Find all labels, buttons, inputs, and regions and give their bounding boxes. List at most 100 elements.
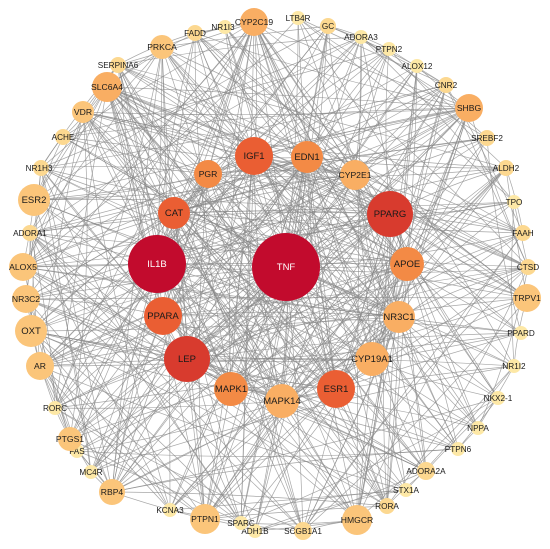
node-stx1a[interactable]: STX1A — [393, 483, 420, 497]
node-circle — [187, 25, 203, 41]
node-tpo[interactable]: TPO — [506, 195, 523, 209]
node-alox5[interactable]: ALOX5 — [9, 253, 37, 281]
edge-RORC-SCGB1A1 — [54, 407, 304, 532]
node-edn1[interactable]: EDN1 — [291, 141, 323, 173]
node-oxt[interactable]: OXT — [15, 315, 47, 347]
edge-CNR2-IGF1 — [253, 84, 447, 157]
node-nr1h3[interactable]: NR1H3 — [26, 160, 53, 176]
node-ar[interactable]: AR — [26, 352, 54, 380]
node-tnf[interactable]: TNF — [252, 233, 320, 301]
node-hmgcr[interactable]: HMGCR — [341, 505, 373, 535]
node-circle — [479, 130, 495, 146]
node-label: SERPINA6 — [98, 61, 139, 70]
node-adora3[interactable]: ADORA3 — [344, 30, 378, 44]
edge-CAT-HMGCR — [173, 212, 358, 521]
node-circle — [33, 160, 49, 176]
node-nr1i2[interactable]: NR1I2 — [502, 359, 526, 373]
node-pgr[interactable]: PGR — [194, 160, 222, 188]
edge-FAAH-HMGCR — [356, 232, 524, 521]
node-ptpn1[interactable]: PTPN1 — [190, 504, 220, 534]
edge-PTGS1-VDR — [69, 111, 88, 440]
node-rora[interactable]: RORA — [375, 498, 399, 514]
node-ppard[interactable]: PPARD — [507, 326, 535, 340]
edge-FADD-NR1I2 — [194, 32, 515, 367]
node-esr1[interactable]: ESR1 — [317, 370, 355, 408]
node-srebf2[interactable]: SREBF2 — [471, 130, 503, 146]
node-label: KCNA3 — [156, 506, 184, 515]
node-mapk14[interactable]: MAPK14 — [263, 384, 301, 418]
node-trpv1[interactable]: TRPV1 — [513, 284, 541, 312]
edge-ADORA3-TPO — [360, 36, 515, 203]
node-vdr[interactable]: VDR — [72, 101, 94, 123]
node-esr2[interactable]: ESR2 — [18, 184, 50, 216]
node-circle — [248, 524, 262, 538]
edge-OXT-PPARG — [30, 213, 391, 332]
node-ptpn6[interactable]: PTPN6 — [445, 442, 472, 456]
node-shbg[interactable]: SHBG — [455, 94, 483, 122]
edge-CYP2C19-NR3C2 — [25, 21, 255, 300]
node-ptpn2[interactable]: PTPN2 — [376, 42, 403, 56]
edge-AR-PPARG — [39, 213, 391, 367]
node-mapk1[interactable]: MAPK1 — [214, 372, 248, 406]
edge-CYP2E1-VDR — [82, 111, 356, 176]
node-adora1[interactable]: ADORA1 — [13, 225, 47, 241]
node-nr3c2[interactable]: NR3C2 — [12, 285, 40, 313]
node-il1b[interactable]: IL1B — [128, 235, 186, 293]
node-serpina6[interactable]: SERPINA6 — [98, 57, 139, 73]
node-adh1b[interactable]: ADH1B — [241, 524, 269, 538]
node-circle — [383, 301, 415, 333]
edge-MC4R-NR1I2 — [90, 365, 515, 473]
edge-SHBG-SLC6A4 — [106, 86, 470, 109]
node-cyp2e1[interactable]: CYP2E1 — [339, 160, 372, 190]
node-circle — [164, 336, 210, 382]
node-ptgs1[interactable]: PTGS1 — [56, 427, 84, 451]
node-sparc[interactable]: SPARC — [227, 516, 255, 530]
node-nkx2-1[interactable]: NKX2-1 — [484, 391, 513, 405]
edge-ADORA2A-CAT — [173, 212, 427, 472]
node-pparg[interactable]: PPARG — [367, 191, 413, 237]
node-nr1i3[interactable]: NR1I3 — [211, 20, 235, 34]
node-ctsd[interactable]: CTSD — [517, 259, 539, 275]
node-prkca[interactable]: PRKCA — [147, 35, 177, 59]
node-aldh2[interactable]: ALDH2 — [493, 160, 520, 176]
node-igf1[interactable]: IGF1 — [235, 137, 273, 175]
node-gc[interactable]: GC — [320, 18, 336, 34]
node-cyp19a1[interactable]: CYP19A1 — [351, 342, 393, 376]
node-cat[interactable]: CAT — [158, 197, 190, 229]
node-circle — [22, 225, 38, 241]
node-label: ALDH2 — [493, 164, 520, 173]
node-lep[interactable]: LEP — [164, 336, 210, 382]
node-apoe[interactable]: APOE — [390, 247, 424, 281]
edge-CYP19A1-HMGCR — [356, 358, 373, 521]
node-faah[interactable]: FAAH — [512, 225, 534, 241]
node-cyp2c19[interactable]: CYP2C19 — [235, 8, 273, 36]
node-rbp4[interactable]: RBP4 — [99, 479, 125, 505]
node-cnr2[interactable]: CNR2 — [435, 77, 458, 93]
node-label: PTPN6 — [445, 445, 472, 454]
node-nppa[interactable]: NPPA — [467, 421, 489, 435]
node-scgb1a1[interactable]: SCGB1A1 — [284, 522, 322, 540]
node-ppara[interactable]: PPARA — [144, 297, 182, 335]
node-ache[interactable]: ACHE — [52, 129, 75, 145]
node-slc6a4[interactable]: SLC6A4 — [91, 72, 123, 102]
edge-ESR1-PTPN1 — [204, 388, 337, 520]
node-circle — [240, 8, 268, 36]
edge-NR3C1-RORA — [386, 316, 400, 507]
node-rorc[interactable]: RORC — [43, 401, 67, 415]
node-ltb4r[interactable]: LTB4R — [286, 11, 311, 25]
node-alox12[interactable]: ALOX12 — [402, 59, 433, 73]
node-mc4r[interactable]: MC4R — [79, 465, 103, 479]
node-circle — [92, 72, 122, 102]
node-label: MC4R — [79, 468, 102, 477]
edge-ADORA1-KCNA3 — [29, 232, 171, 511]
node-fadd[interactable]: FADD — [184, 25, 206, 41]
node-label: ADORA3 — [344, 33, 378, 42]
node-circle — [214, 372, 248, 406]
node-circle — [514, 326, 528, 340]
node-label: TRPV1 — [513, 293, 541, 303]
node-kcna3[interactable]: KCNA3 — [156, 503, 184, 517]
node-nr3c1[interactable]: NR3C1 — [383, 301, 415, 333]
edge-NKX2-1-RBP4 — [111, 397, 499, 493]
edge-LEP-STX1A — [186, 358, 407, 491]
node-adora2a[interactable]: ADORA2A — [406, 462, 446, 480]
